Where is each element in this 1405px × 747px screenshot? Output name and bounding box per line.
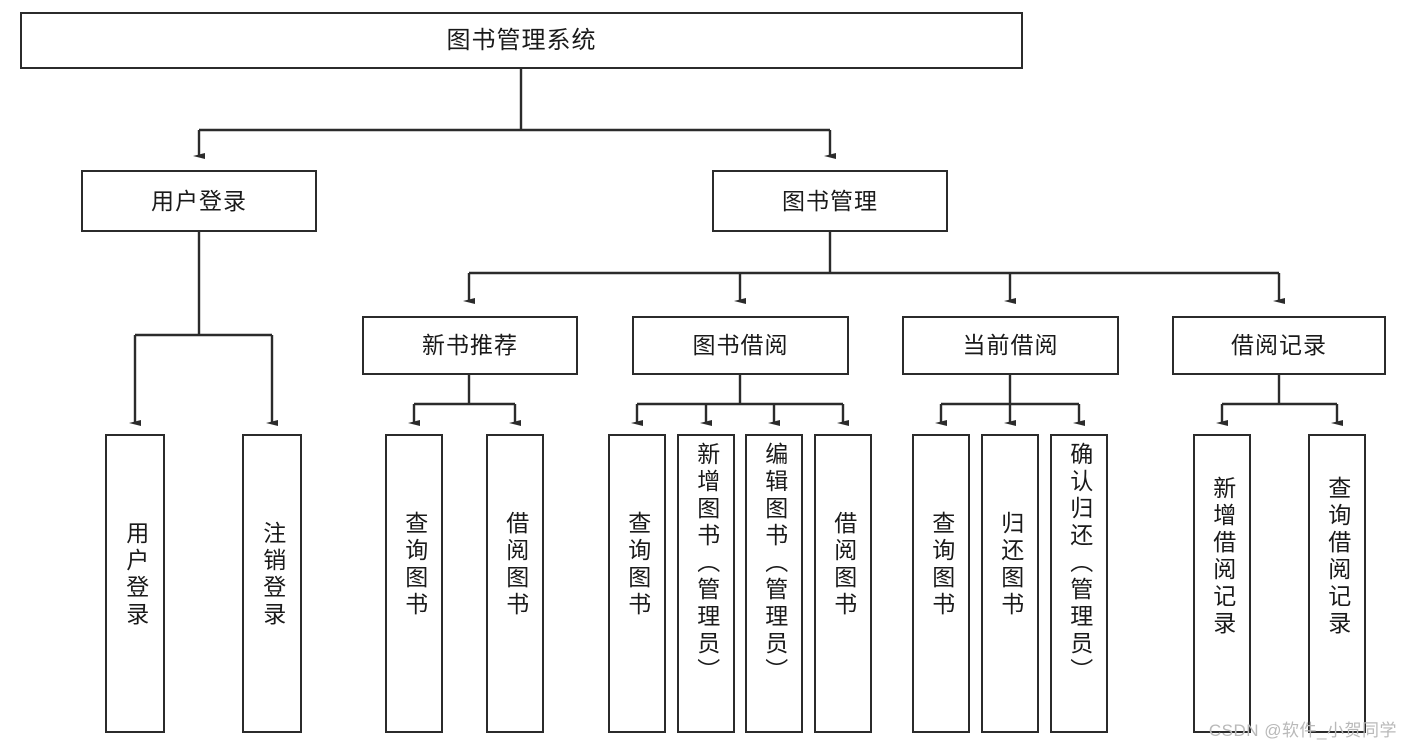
leaf-node-return-book[interactable]: 归还图书	[981, 434, 1039, 733]
leaf-node-add-borrow-record[interactable]: 新增借阅记录	[1193, 434, 1251, 733]
leaf-node-edit-book-admin[interactable]: 编辑图书（管理员）	[745, 434, 803, 733]
node-root-book-management-system[interactable]: 图书管理系统	[20, 12, 1023, 69]
leaf-node-confirm-return-admin[interactable]: 确认归还（管理员）	[1050, 434, 1108, 733]
node-book-borrowing[interactable]: 图书借阅	[632, 316, 849, 375]
leaf-node-query-borrow-record[interactable]: 查询借阅记录	[1308, 434, 1366, 733]
leaf-node-add-book-admin[interactable]: 新增图书（管理员）	[677, 434, 735, 733]
node-new-book-recommendation[interactable]: 新书推荐	[362, 316, 578, 375]
leaf-node-user-login[interactable]: 用户登录	[105, 434, 165, 733]
node-current-borrowing[interactable]: 当前借阅	[902, 316, 1119, 375]
leaf-node-borrow-book-borrowing[interactable]: 借阅图书	[814, 434, 872, 733]
node-borrow-record[interactable]: 借阅记录	[1172, 316, 1386, 375]
node-user-login[interactable]: 用户登录	[81, 170, 317, 232]
node-book-management[interactable]: 图书管理	[712, 170, 948, 232]
leaf-node-borrow-book-newbook[interactable]: 借阅图书	[486, 434, 544, 733]
leaf-node-query-book-newbook[interactable]: 查询图书	[385, 434, 443, 733]
leaf-node-query-book-current[interactable]: 查询图书	[912, 434, 970, 733]
csdn-watermark: CSDN @软件_小贺同学	[1208, 721, 1397, 740]
leaf-node-query-book-borrowing[interactable]: 查询图书	[608, 434, 666, 733]
leaf-node-logout[interactable]: 注销登录	[242, 434, 302, 733]
